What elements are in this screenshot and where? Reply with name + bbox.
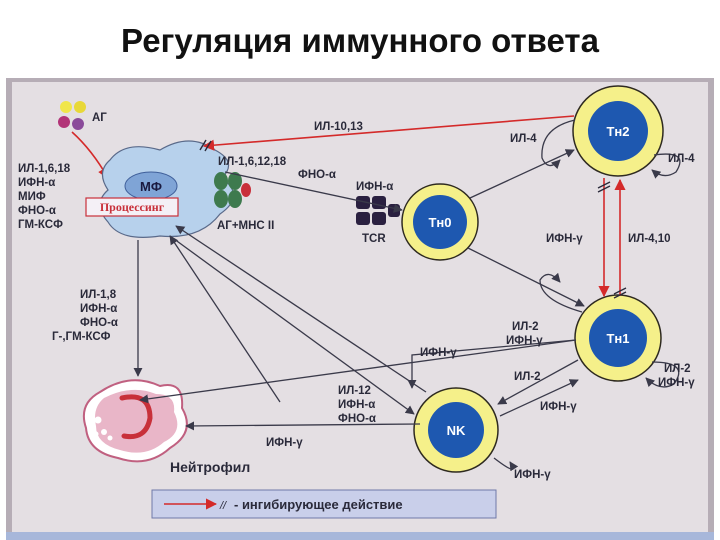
- label-to-nk-1: ИФН-α: [338, 399, 375, 411]
- arrow-nk-to-mf: [175, 225, 427, 393]
- label-mf-left-3: ФНО-α: [18, 205, 56, 217]
- label-th1-self-1: ИФН-γ: [658, 377, 695, 389]
- label-th1-in-1: ИФН-γ: [506, 335, 543, 347]
- label-ifng-th1-left: ИФН-γ: [420, 347, 457, 359]
- page-title: Регуляция иммунного ответа: [121, 22, 599, 59]
- arrow-th0-to-th2: [469, 149, 575, 199]
- arrow-nk-to-neutrophil: [185, 421, 421, 431]
- panel-bottom-strip: [6, 532, 714, 540]
- label-mf-left-1: ИФН-α: [18, 177, 55, 189]
- inhibit-mark-4: [597, 185, 611, 193]
- inhibit-mark-5: [613, 287, 627, 295]
- arrow-th0-to-th1: [467, 247, 585, 307]
- arrow-nk-self: [493, 457, 519, 472]
- mhc-complex-icon: [214, 172, 251, 208]
- label-nk-self: ИФН-γ: [514, 469, 551, 481]
- arrow-mf-to-th0: [224, 171, 403, 213]
- inhibit-mark-3: [597, 181, 611, 189]
- label-th2-to-mf: ИЛ-10,13: [314, 121, 363, 133]
- cell-nk-label: NK: [447, 423, 466, 438]
- cell-th2-label: Тн2: [606, 124, 629, 139]
- inhibit-mark-6: [613, 291, 627, 299]
- cell-mf-label: МФ: [140, 179, 162, 194]
- label-th1-in-0: ИЛ-2: [512, 321, 539, 333]
- processing-label: Процессинг: [100, 200, 165, 214]
- cell-th0-label: Тн0: [428, 215, 451, 230]
- label-ifng-neutro: ИФН-γ: [266, 437, 303, 449]
- label-ifng-nk: ИФН-γ: [540, 401, 577, 413]
- cell-th2: [572, 85, 664, 177]
- label-il4-10: ИЛ-4,10: [628, 233, 671, 245]
- arrow-nk-to-th1: [499, 379, 579, 417]
- arrow-th1-to-nk: [497, 359, 579, 405]
- inhibit-th2-to-mf: [202, 115, 575, 151]
- inhibit-mark-2: [204, 140, 212, 152]
- label-th2-il4-self: ИЛ-4: [668, 153, 695, 165]
- label-to-neutro-3: Г-,ГМ-КСФ: [52, 331, 111, 343]
- label-il2-nk: ИЛ-2: [514, 371, 541, 383]
- label-to-neutro-2: ФНО-α: [80, 317, 118, 329]
- label-th0-ifn: ИФН-α: [356, 181, 393, 193]
- label-to-neutro-0: ИЛ-1,8: [80, 289, 117, 301]
- legend-text: - ингибирующее действие: [234, 497, 403, 512]
- legend-symbol: //: [219, 500, 227, 512]
- label-tcr: TCR: [362, 233, 386, 245]
- arrow-th2-il4-loop: [541, 119, 576, 170]
- cell-th0: [401, 183, 479, 261]
- arrow-mf-to-nk: [169, 235, 415, 415]
- label-mf-left-4: ГМ-КСФ: [18, 219, 63, 231]
- label-mf-left-0: ИЛ-1,6,18: [18, 163, 71, 175]
- label-th1-self-0: ИЛ-2: [664, 363, 691, 375]
- label-mf-to-th0-a: ИЛ-1,6,12,18: [218, 156, 287, 168]
- neutrophil-cell: [82, 379, 188, 463]
- inhibit-mark-1: [199, 139, 207, 151]
- cell-nk: [413, 387, 499, 473]
- arrow-neutrophil-to-mf: [169, 235, 281, 403]
- processing-box: [85, 197, 179, 217]
- label-ag: АГ: [92, 112, 107, 124]
- arrow-th1-il2-loop: [539, 272, 583, 313]
- arrow-th1-self: [645, 361, 680, 388]
- arrow-th1-to-nk-ifng: [407, 339, 577, 389]
- label-to-neutro-1: ИФН-α: [80, 303, 117, 315]
- label-ag-mhc: АГ+МНС II: [217, 220, 274, 232]
- antigen-icon: [58, 101, 86, 130]
- cell-th1: [574, 294, 662, 382]
- neutrophil-label: Нейтрофил: [170, 459, 250, 475]
- cell-th1-label: Тн1: [606, 331, 629, 346]
- label-mf-to-th0-b: ФНО-α: [298, 169, 336, 181]
- label-th2-il4-left: ИЛ-4: [510, 133, 537, 145]
- label-to-nk-0: ИЛ-12: [338, 385, 371, 397]
- label-mf-left-2: МИФ: [18, 191, 46, 203]
- label-ifng-mid: ИФН-γ: [546, 233, 583, 245]
- label-to-nk-2: ФНО-α: [338, 413, 376, 425]
- arrow-th1-to-neutrophil: [139, 339, 577, 404]
- arrow-th2-self: [651, 153, 681, 179]
